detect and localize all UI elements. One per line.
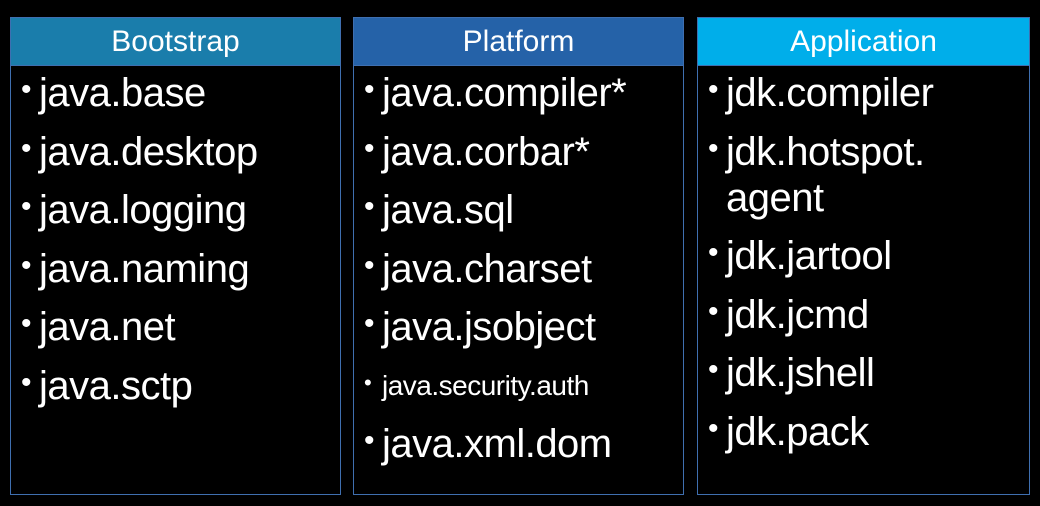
bullet-icon: • — [364, 424, 375, 457]
list-item: •java.desktop — [21, 129, 258, 174]
list-item: •java.naming — [21, 246, 250, 291]
bullet-icon: • — [364, 307, 375, 340]
list-item: •jdk.pack — [708, 409, 869, 454]
bullet-icon: • — [21, 131, 32, 165]
application-module-list: •jdk.compiler •jdk.hotspot.agent •jdk.ja… — [698, 66, 1029, 455]
bootstrap-header: Bootstrap — [11, 18, 340, 66]
bullet-icon: • — [708, 73, 719, 106]
list-item: •java.net — [21, 305, 176, 349]
bullet-icon: • — [364, 73, 375, 106]
platform-column: Platform •java.compiler* •java.corbar* •… — [353, 17, 684, 495]
application-column: Application •jdk.compiler •jdk.hotspot.a… — [697, 17, 1030, 495]
bullet-icon: • — [21, 365, 32, 399]
list-item: •java.sctp — [21, 363, 193, 408]
list-item: •java.security.auth — [362, 363, 683, 409]
list-item: •java.corbar* — [364, 129, 590, 174]
list-item: •java.logging — [21, 188, 247, 232]
bullet-icon: • — [364, 369, 372, 395]
bullet-icon: • — [364, 248, 375, 282]
bootstrap-column: Bootstrap •java.base •java.desktop •java… — [10, 17, 341, 495]
list-item: •java.sql — [364, 188, 514, 232]
bullet-icon: • — [708, 131, 719, 165]
bullet-icon: • — [21, 190, 32, 223]
bullet-icon: • — [21, 73, 32, 106]
list-item: •java.compiler* — [364, 71, 627, 115]
list-item: •jdk.compiler — [708, 71, 934, 115]
bullet-icon: • — [708, 411, 719, 445]
list-item: •java.base — [21, 71, 206, 115]
bullet-icon: • — [21, 248, 32, 282]
list-item: •java.charset — [364, 246, 592, 291]
bullet-icon: • — [21, 307, 32, 340]
platform-header: Platform — [354, 18, 683, 66]
bullet-icon: • — [364, 190, 375, 223]
list-item: •jdk.jartool — [708, 234, 892, 278]
application-header: Application — [698, 18, 1029, 66]
list-item: •jdk.jshell — [708, 351, 875, 395]
list-item: •jdk.hotspot.agent — [708, 129, 925, 220]
platform-module-list: •java.compiler* •java.corbar* •java.sql … — [354, 66, 683, 467]
bullet-icon: • — [364, 131, 375, 165]
list-item: •java.xml.dom — [364, 422, 612, 466]
list-item: •java.jsobject — [364, 305, 596, 349]
bootstrap-module-list: •java.base •java.desktop •java.logging •… — [11, 66, 340, 409]
list-item: •jdk.jcmd — [708, 292, 869, 337]
bullet-icon: • — [708, 353, 719, 386]
bullet-icon: • — [708, 294, 719, 328]
bullet-icon: • — [708, 236, 719, 269]
